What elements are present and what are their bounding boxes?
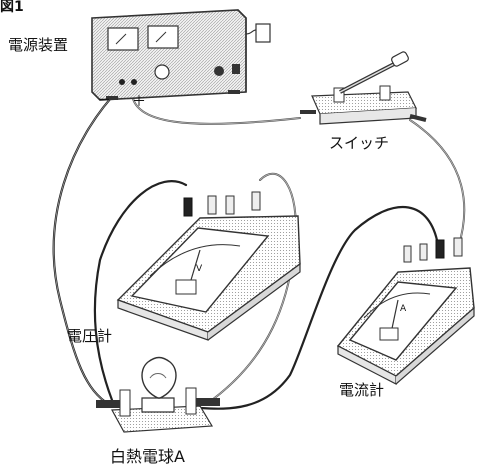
voltmeter-dial xyxy=(130,227,270,313)
power-switch-button xyxy=(214,66,224,76)
power-supply-label: 電源装置 xyxy=(8,36,69,54)
wire-switch-to-ammeter xyxy=(409,119,466,249)
ammeter-terminal-minus xyxy=(435,239,445,259)
ammeter xyxy=(336,237,475,385)
power-knob xyxy=(154,64,170,80)
bulb-glass xyxy=(141,356,177,399)
bulb-socket xyxy=(141,397,175,413)
figure-number: 図1 xyxy=(0,0,24,15)
ammeter-unit: A xyxy=(400,304,407,314)
voltmeter-label: 電圧計 xyxy=(67,327,113,345)
bulb-label: 白熱電球A xyxy=(110,447,185,466)
power-supply xyxy=(91,9,271,101)
voltmeter-unit: V xyxy=(196,264,203,274)
minus-sign: − xyxy=(98,90,111,108)
incandescent-bulb xyxy=(96,356,220,433)
bulb-clip-left xyxy=(119,389,131,417)
wire-ammeter-to-bulb xyxy=(198,205,440,410)
bulb-clip-right xyxy=(185,387,197,415)
wire-clip-right xyxy=(196,398,220,406)
wire-voltmeter-left xyxy=(93,180,188,402)
wire-power-minus-to-bulb xyxy=(52,86,122,407)
power-outlet xyxy=(255,23,271,43)
voltmeter xyxy=(116,191,301,341)
power-meter-right xyxy=(147,25,179,49)
wire-clip-left xyxy=(96,400,120,408)
switch-label: スイッチ xyxy=(329,134,390,152)
ammeter-label: 電流計 xyxy=(339,381,385,399)
voltmeter-terminal-minus xyxy=(183,197,193,217)
switch-handle xyxy=(391,51,409,67)
ammeter-dial xyxy=(348,281,458,361)
plus-sign: ＋ xyxy=(132,94,146,110)
knife-switch xyxy=(300,51,427,125)
power-meter-left xyxy=(107,27,139,51)
